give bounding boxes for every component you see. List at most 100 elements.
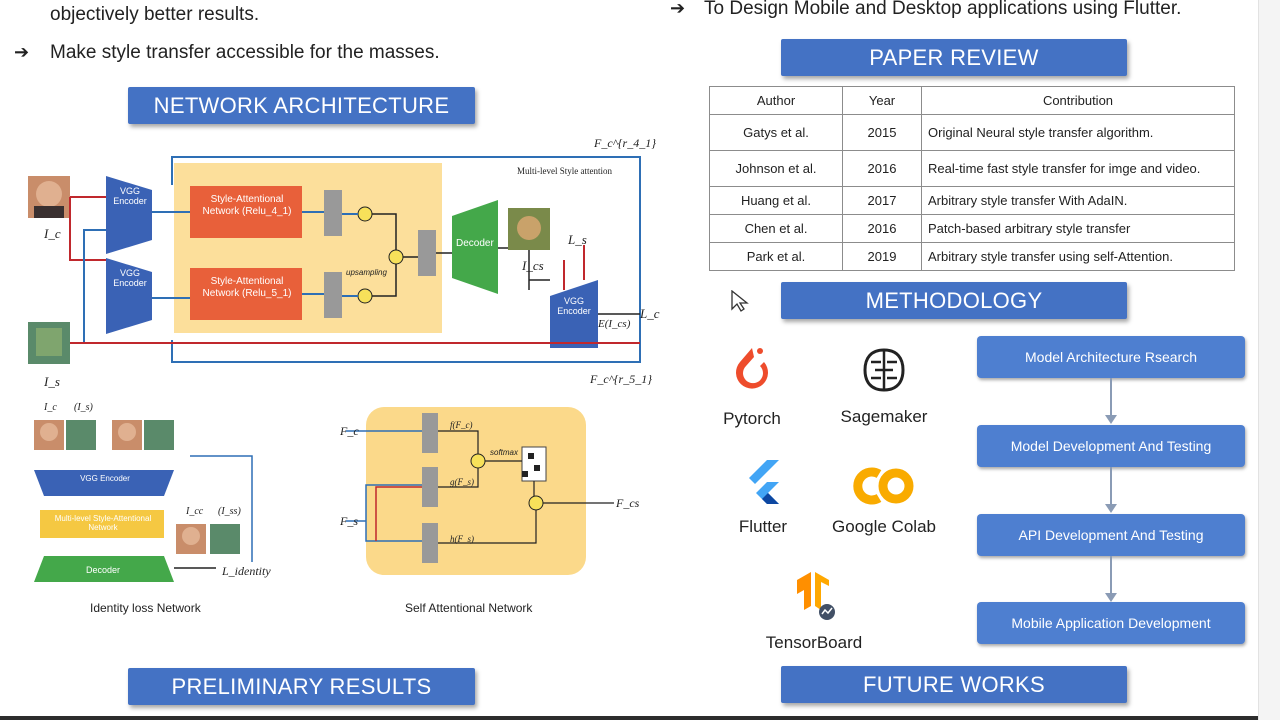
sagemaker-icon (863, 348, 905, 392)
label-upsampling: upsampling (346, 268, 387, 277)
label-ls: L_s (568, 232, 587, 247)
identity-vgg (34, 470, 174, 496)
cell-year: 2015 (842, 114, 922, 151)
cell-contribution: Arbitrary style transfer using self-Atte… (921, 242, 1235, 271)
bullet-partial-left: objectively better results. (50, 4, 260, 25)
identity-caption: Identity loss Network (90, 601, 201, 615)
identity-loss-diagram (34, 420, 253, 582)
identity-label-iss: (I_ss) (218, 506, 241, 517)
vgg-encoder-1 (106, 176, 152, 254)
bullet-text: Make style transfer accessible for the m… (50, 42, 440, 63)
cell-author: Gatys et al. (709, 114, 843, 151)
table-header-row: Author Year Contribution (709, 86, 1235, 115)
label-san-relu5: Style-Attentional Network (Relu_5_1) (202, 276, 292, 299)
bottom-edge (0, 716, 1258, 720)
label-vgg-1: VGG Encoder (113, 186, 147, 206)
cell-author: Johnson et al. (709, 150, 843, 187)
self-attn-conv-h (422, 523, 438, 563)
label-ic: I_c (44, 226, 61, 241)
flutter-icon (749, 460, 779, 504)
decoder-block (452, 200, 498, 294)
table-row: Gatys et al. 2015 Original Neural style … (709, 114, 1235, 151)
header-author: Author (709, 86, 843, 115)
paper-review-table: Author Year Contribution Gatys et al. 20… (709, 86, 1235, 271)
table-row: Huang et al. 2017 Arbitrary style transf… (709, 186, 1235, 215)
self-attn-label-fcs: F_cs (616, 496, 640, 510)
identity-decoder (34, 556, 174, 582)
network-architecture-title: NETWORK ARCHITECTURE (128, 87, 475, 124)
feedback-line (171, 156, 641, 363)
flow-arrow (1105, 467, 1117, 513)
conv-box-2 (324, 272, 342, 318)
add-node-2 (388, 249, 404, 265)
vgg-encoder-2 (106, 258, 152, 334)
colab-icon (853, 467, 914, 505)
san-relu5 (190, 268, 302, 320)
add-node-1 (357, 206, 373, 222)
conv-box-1 (324, 190, 342, 236)
scrollbar-track[interactable] (1258, 0, 1280, 720)
self-attn-label-f: f(F_c) (450, 420, 473, 430)
step-architecture-research: Model Architecture Rsearch (977, 336, 1245, 378)
label-vgg-2: VGG Encoder (113, 268, 147, 288)
self-attn-bg (366, 407, 586, 575)
self-attn-mult-2 (528, 495, 544, 511)
table-row: Park et al. 2019 Arbitrary style transfe… (709, 242, 1235, 271)
network-architecture-diagram (28, 156, 641, 364)
mouse-cursor-icon (731, 290, 749, 312)
paper-review-title: PAPER REVIEW (781, 39, 1127, 76)
tensorboard-icon (797, 572, 835, 620)
san-relu4 (190, 186, 302, 238)
self-attn-label-softmax: softmax (490, 448, 519, 457)
identity-san (40, 510, 164, 538)
conv-box-3 (418, 230, 436, 276)
self-attn-label-h: h(F_s) (450, 534, 474, 544)
cell-year: 2019 (842, 242, 922, 271)
header-year: Year (842, 86, 922, 115)
cell-contribution: Original Neural style transfer algorithm… (921, 114, 1235, 151)
bullet-arrow-icon: ➔ (14, 42, 30, 62)
tool-label: Sagemaker (840, 407, 928, 426)
label-multi-level: Multi-level Style attention (517, 166, 612, 176)
tool-colab: Google Colab (826, 460, 942, 537)
identity-label-icc: I_cc (186, 506, 204, 517)
identity-label-loss: L_identity (222, 564, 271, 578)
bullet-arrow-icon: ➔ (670, 0, 686, 18)
tool-label: Google Colab (832, 517, 936, 536)
tool-label: Pytorch (723, 409, 781, 428)
label-decoder: Decoder (456, 238, 494, 249)
label-fc-5-1: F_c^{r_5_1} (590, 372, 652, 386)
identity-style-img-2 (144, 420, 174, 450)
vgg-encoder-3 (550, 280, 598, 348)
step-mobile-development: Mobile Application Development (977, 602, 1245, 644)
bullet-text: To Design Mobile and Desktop application… (704, 0, 1182, 19)
self-attn-conv-g (422, 467, 438, 507)
methodology-title: METHODOLOGY (781, 282, 1127, 319)
identity-label-vgg: VGG Encoder (80, 474, 130, 483)
label-ics: I_cs (522, 258, 544, 273)
table-row: Chen et al. 2016 Patch-based arbitrary s… (709, 214, 1235, 243)
flow-arrow (1105, 556, 1117, 602)
table-row: Johnson et al. 2016 Real-time fast style… (709, 150, 1235, 187)
header-contribution: Contribution (921, 86, 1235, 115)
future-works-title: FUTURE WORKS (781, 666, 1127, 703)
identity-label-ic: I_c (44, 402, 57, 413)
identity-label-decoder: Decoder (86, 565, 121, 575)
self-attn-label-g: g(F_s) (450, 477, 474, 487)
label-san-relu4: Style-Attentional Network (Relu_4_1) (202, 194, 292, 217)
cell-year: 2016 (842, 214, 922, 243)
cell-contribution: Patch-based arbitrary style transfer (921, 214, 1235, 243)
cell-author: Park et al. (709, 242, 843, 271)
tool-pytorch: Pytorch (712, 342, 792, 429)
pytorch-icon (736, 348, 768, 389)
label-e-ics: E(I_cs) (598, 318, 631, 330)
self-attn-label-fs: F_s (340, 514, 358, 528)
preliminary-results-title: PRELIMINARY RESULTS (128, 668, 475, 705)
tool-tensorboard: TensorBoard (759, 566, 869, 653)
label-lc: L_c (640, 306, 660, 321)
cell-contribution: Real-time fast style transfer for imge a… (921, 150, 1235, 187)
identity-out-2 (210, 524, 240, 554)
self-attn-conv-f (422, 413, 438, 453)
bullet-flutter: ➔ To Design Mobile and Desktop applicatio… (670, 0, 1181, 20)
cell-year: 2016 (842, 150, 922, 187)
